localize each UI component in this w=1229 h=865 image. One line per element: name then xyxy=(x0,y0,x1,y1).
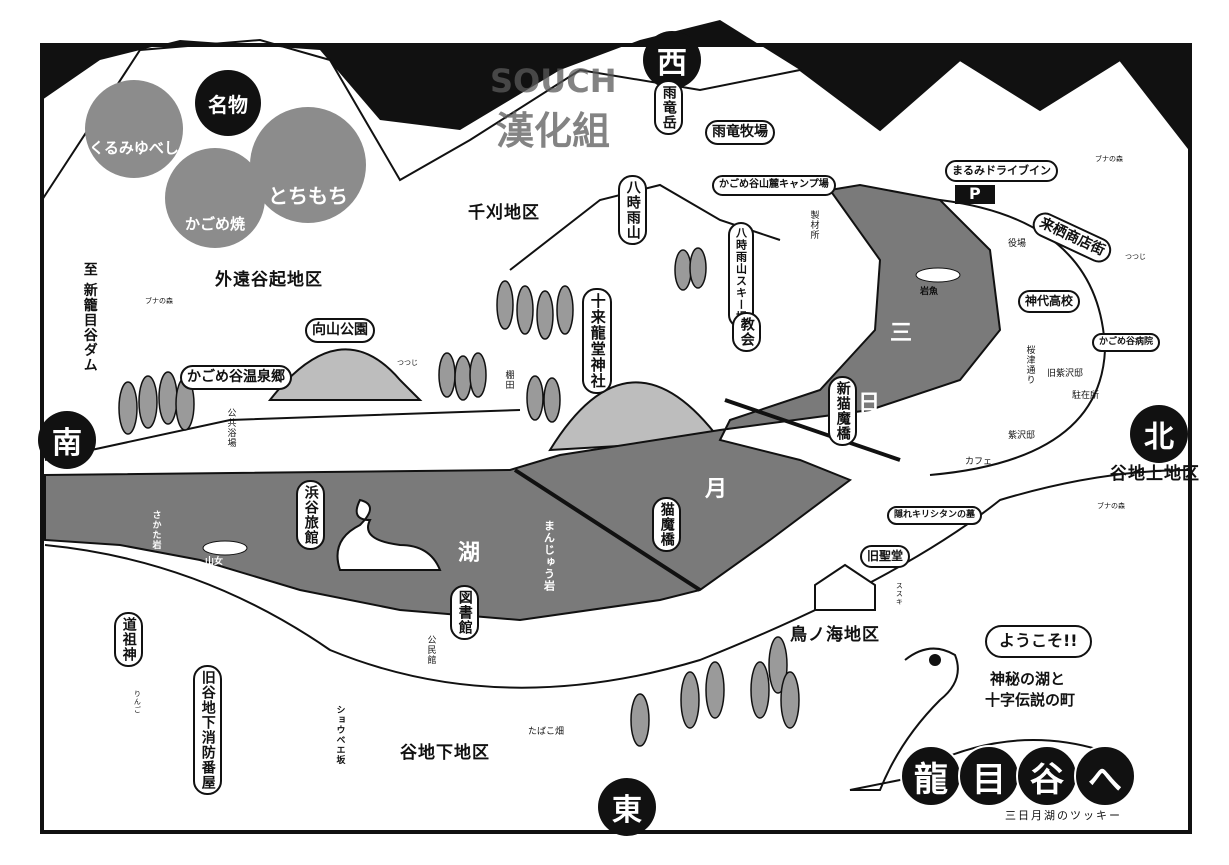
label-azalea: つつじ xyxy=(397,359,418,367)
label-ryokan: 浜谷旅館 xyxy=(296,480,325,550)
label-ski-area: 八時雨山スキー場 xyxy=(728,222,754,328)
label-bathhouse: 公共浴場 xyxy=(225,408,236,448)
chapel xyxy=(814,563,876,611)
label-new-nekoma-bridge: 新猫魔橋 xyxy=(828,376,857,446)
label-police-box: 駐在所 xyxy=(1072,391,1100,401)
lake-monster xyxy=(336,498,442,571)
mascot-tagline-1: 神秘の湖と xyxy=(990,670,1066,688)
label-manju-rock: まんじゅう岩 xyxy=(542,520,556,592)
label-tobacco-field: たばこ畑 xyxy=(528,727,565,737)
label-susuki: ススキ xyxy=(895,582,904,606)
mukaiyama-hill xyxy=(267,348,423,401)
lake-name-char: 湖 xyxy=(458,541,481,566)
title-char: 目 xyxy=(958,745,1020,807)
label-campground: かごめ谷山麓キャンプ場 xyxy=(712,175,836,196)
watermark-latin: SOUCH xyxy=(490,62,617,100)
label-uryu-ranch: 雨竜牧場 xyxy=(705,120,775,145)
label-sakura-street: 桜津通り xyxy=(1024,345,1035,385)
label-apple: りんご xyxy=(133,690,142,714)
new-nekoma-bridge xyxy=(724,398,901,462)
nekoma-bridge xyxy=(513,468,702,592)
label-dosojin: 道祖神 xyxy=(114,612,143,667)
district-label: 鳥ノ海地区 xyxy=(790,625,880,645)
road-south xyxy=(44,469,1191,689)
trees xyxy=(118,247,800,747)
label-mukaiyama-park: 向山公園 xyxy=(305,318,375,343)
district-label: 外遠谷起地区 xyxy=(215,270,323,290)
char-fish xyxy=(915,267,961,283)
lake-name-char: 日 xyxy=(858,391,881,416)
label-cafe: カフェ xyxy=(965,457,993,467)
label-town-hall: 役場 xyxy=(1008,239,1027,249)
direction-south: 南 xyxy=(38,411,96,469)
direction-west: 西 xyxy=(643,31,701,89)
label-azalea: つつじ xyxy=(1125,253,1146,261)
label-char-fish: 岩魚 xyxy=(920,287,939,297)
night-sky xyxy=(42,20,1190,150)
label-fire-station: 旧谷地下消防番屋 xyxy=(193,665,222,795)
label-onsen: かごめ谷温泉郷 xyxy=(180,365,292,390)
label-slope: ショウベエ坂 xyxy=(334,705,345,765)
specialty-label: とちもち xyxy=(268,184,348,208)
mascot-caption: 三日月湖のツッキー xyxy=(1005,809,1122,822)
lake-name-char: 三 xyxy=(890,321,913,346)
label-beech-forest: ブナの森 xyxy=(1097,502,1125,510)
label-community-hall: 公民館 xyxy=(425,635,436,665)
label-terraced-fields: 棚田 xyxy=(503,370,514,390)
specialty-tochimochi: とちもち xyxy=(250,107,366,223)
title-char: 谷 xyxy=(1016,745,1078,807)
crescent-lake xyxy=(44,183,1002,622)
district-label: 谷地下地区 xyxy=(400,743,490,763)
watermark-cjk: 漢化組 xyxy=(496,109,611,153)
label-sakata-rock: さかた岩 xyxy=(150,510,161,550)
title-char: へ xyxy=(1074,745,1136,807)
label-dam: 至 新籠目谷ダム xyxy=(81,262,98,373)
specialties-heading: 名物 xyxy=(195,70,261,136)
label-uryu-peak: 雨竜岳 xyxy=(654,80,683,135)
yamame-fish xyxy=(202,540,248,556)
label-beech-forest: ブナの森 xyxy=(1095,155,1123,163)
label-residence: 紫沢邸 xyxy=(1008,431,1036,441)
label-beech-forest: ブナの森 xyxy=(145,297,173,305)
label-drive-in: まるみドライブイン xyxy=(945,160,1058,182)
label-hachishigure: 八時雨山 xyxy=(618,175,647,245)
label-old-residence: 旧紫沢邸 xyxy=(1047,369,1084,379)
parking-sign: P xyxy=(955,185,995,204)
label-christian-grave: 隠れキリシタンの墓 xyxy=(887,506,983,526)
label-church: 教会 xyxy=(732,312,761,352)
label-library: 図書館 xyxy=(450,585,479,640)
label-sawmill: 製材所 xyxy=(808,210,819,240)
mascot-speech-bubble: ようこそ!! xyxy=(985,625,1092,658)
direction-north: 北 xyxy=(1130,405,1188,463)
title-char: 龍 xyxy=(900,745,962,807)
label-old-chapel: 旧聖堂 xyxy=(860,545,911,568)
district-label: 谷地上地区 xyxy=(1110,464,1200,484)
specialty-label: くるみゆべし xyxy=(89,139,179,157)
road-north xyxy=(44,409,521,461)
shrine-hill xyxy=(548,381,722,452)
label-yamame: 山女 xyxy=(205,557,224,567)
direction-east: 東 xyxy=(598,778,656,836)
label-shrine: 十来龍堂神社 xyxy=(582,288,612,394)
label-hospital: かごめ谷病院 xyxy=(1092,333,1161,353)
mascot-tagline-2: 十字伝説の町 xyxy=(985,691,1076,709)
mascot-eye xyxy=(929,654,941,666)
label-high-school: 神代高校 xyxy=(1018,290,1081,313)
specialty-kurumi-yubeshi: くるみゆべし xyxy=(85,80,183,178)
specialty-label: かごめ焼 xyxy=(184,215,245,233)
label-nekoma-bridge: 猫魔橋 xyxy=(652,497,681,552)
lake-name-char: 月 xyxy=(705,477,728,502)
specialty-kagome-yaki: かごめ焼 xyxy=(165,148,265,248)
district-label: 千刈地区 xyxy=(468,203,540,223)
